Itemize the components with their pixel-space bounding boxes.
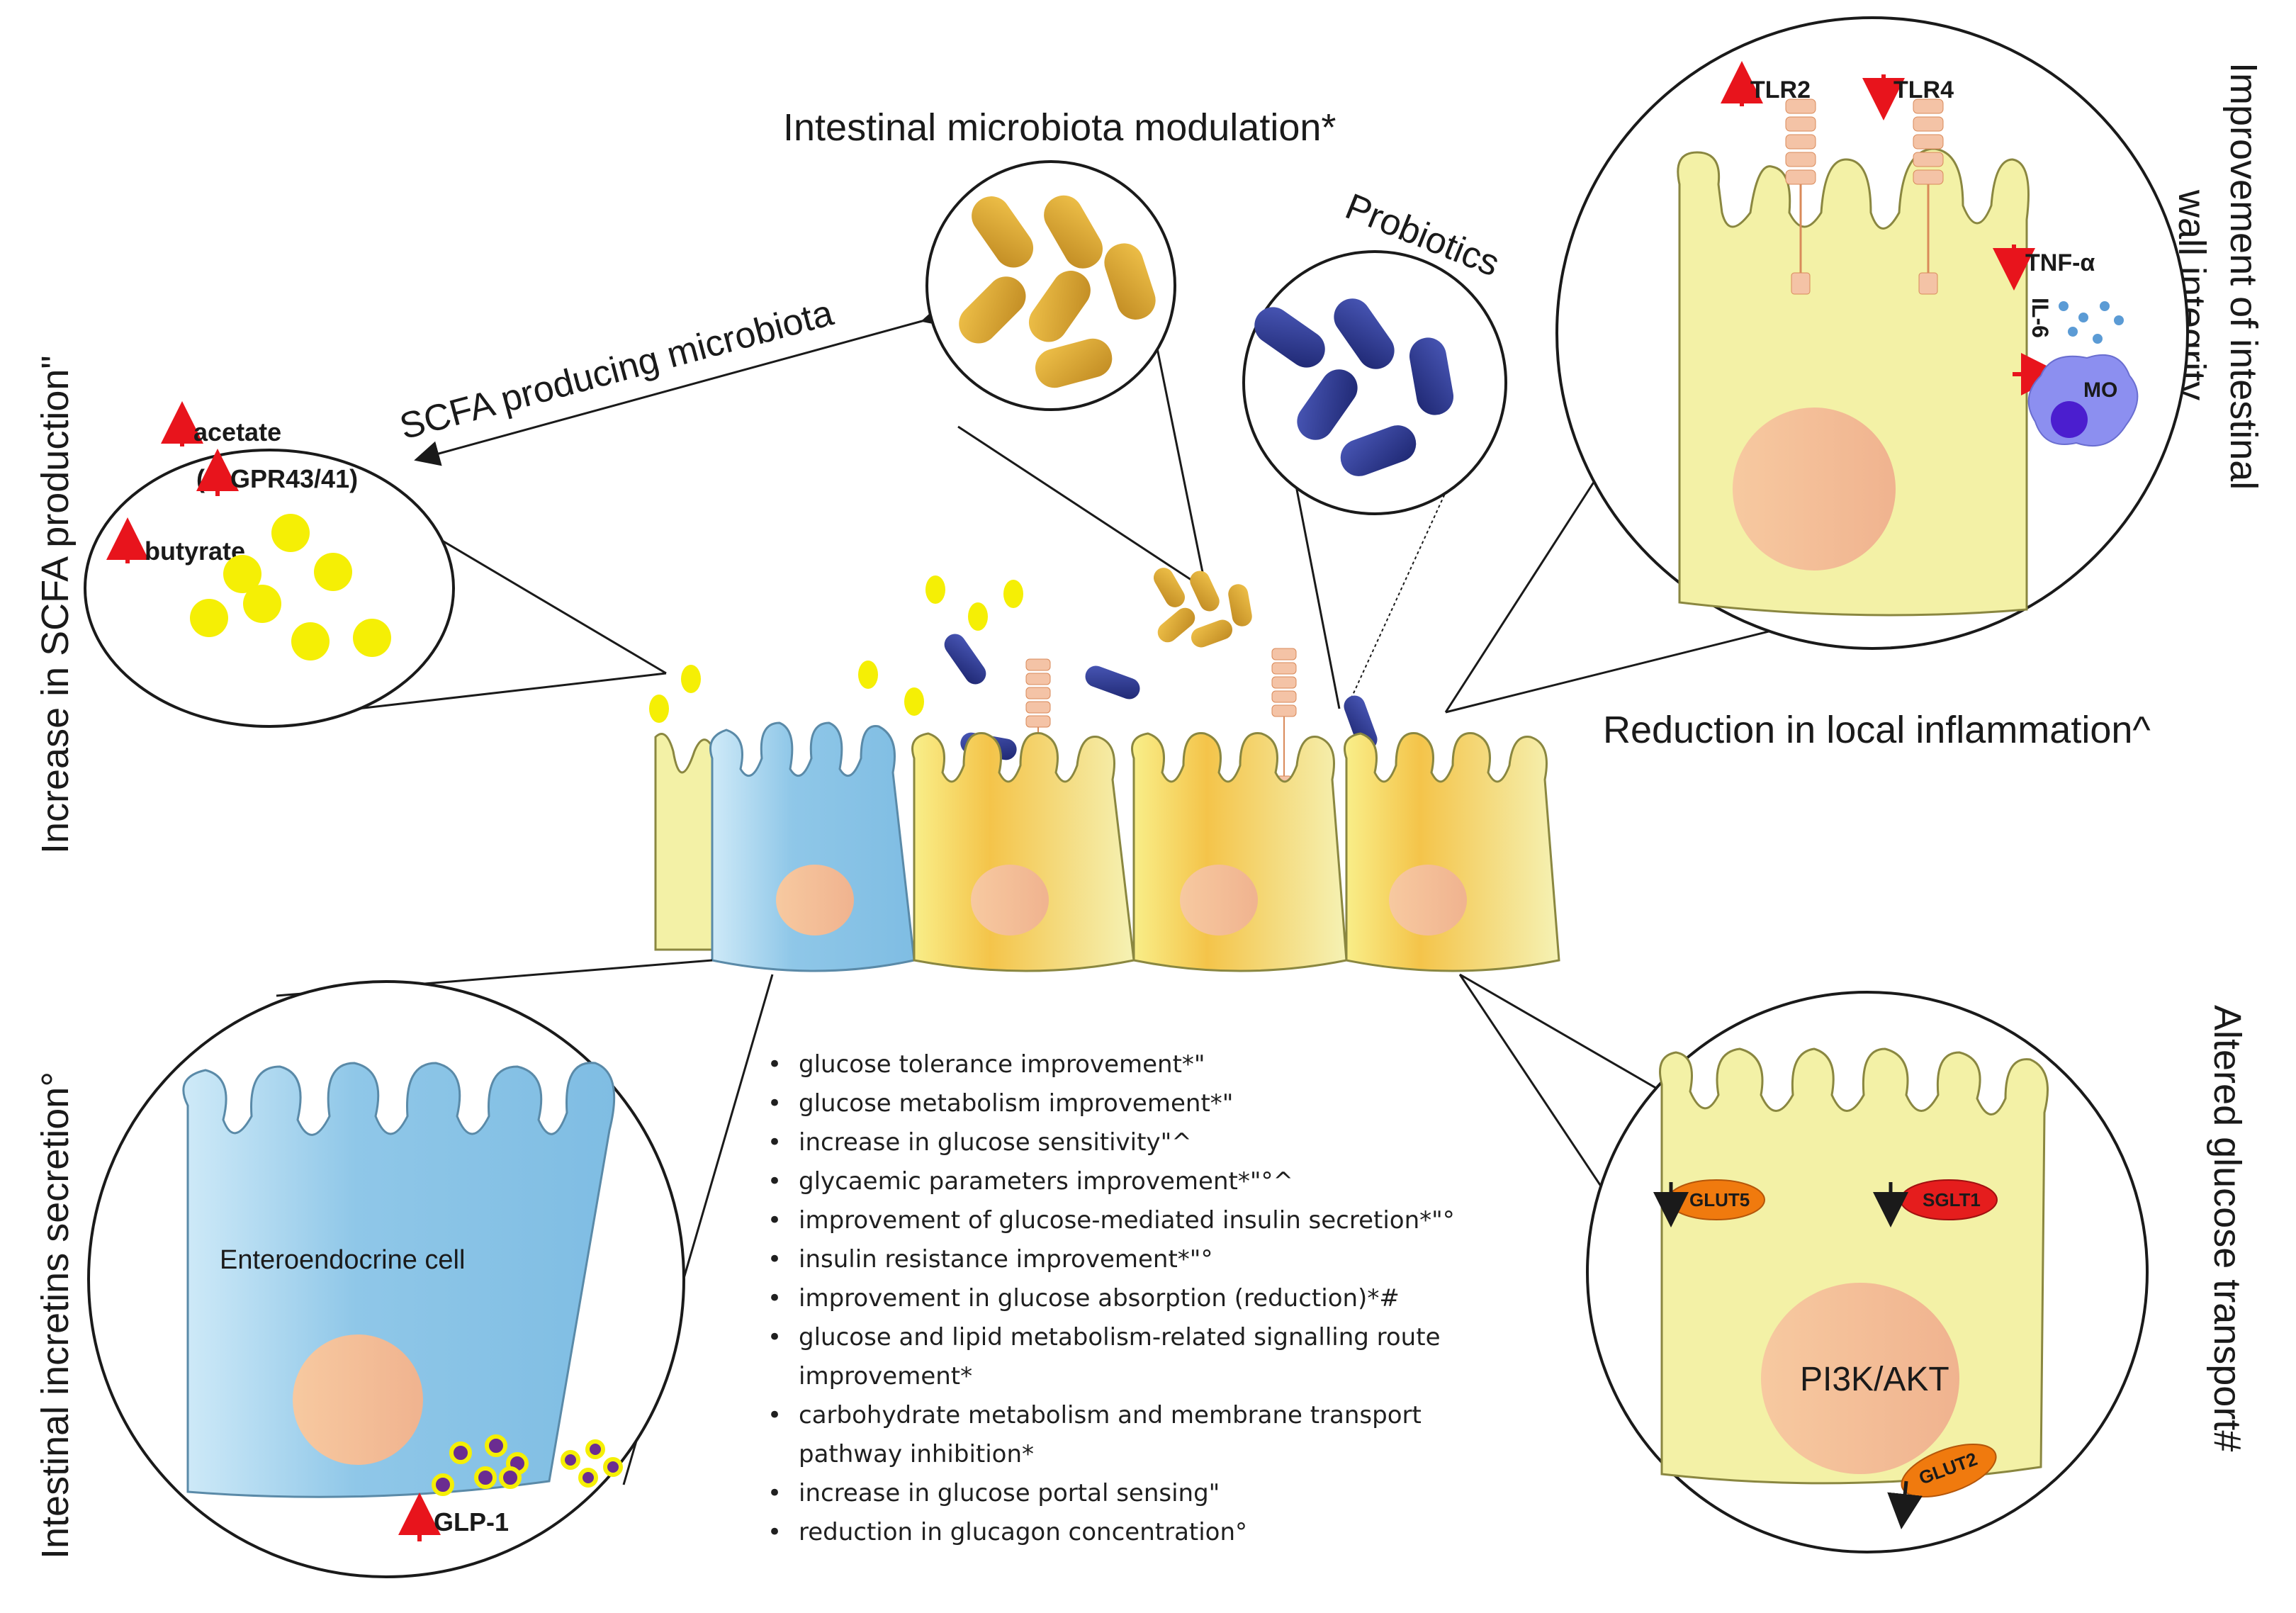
enteroendocrine-label: Enteroendocrine cell <box>220 1245 465 1275</box>
inflammation-circle: TLR2 TLR4 TNF-α IL-6 MO <box>1444 16 2189 714</box>
glp1-granules <box>432 1434 623 1496</box>
list-item: improvement of glucose-mediated insulin … <box>762 1201 1577 1240</box>
list-item: improvement in glucose absorption (reduc… <box>762 1279 1577 1318</box>
incretins-secretion-label: Intestinal incretins secretion° <box>34 1072 77 1559</box>
glut2-transporter <box>1901 1444 1997 1497</box>
floating-gold-microbes <box>1154 568 1252 648</box>
floating-scfa <box>649 575 1023 723</box>
glut5-label: GLUT5 <box>1689 1189 1750 1210</box>
butyrate-label: butyrate <box>145 536 245 566</box>
down-arrow-icon <box>1887 1480 1923 1529</box>
scfa-molecules <box>190 514 391 661</box>
list-item: glucose tolerance improvement*" <box>762 1045 1577 1084</box>
cytokine-dots <box>2059 301 2124 344</box>
list-item: glucose metabolism improvement*" <box>762 1084 1577 1123</box>
list-item: insulin resistance improvement*"° <box>762 1240 1577 1279</box>
glucose-transport-label: Altered glucose transport# <box>2206 1005 2249 1451</box>
scfa-production-label: Increase in SCFA production" <box>34 355 77 854</box>
scfa-producing-arrow <box>414 302 949 466</box>
wall-integrity-label-1: Improvement of intestinal <box>2222 62 2265 490</box>
tlr2-receptor <box>1785 99 1816 295</box>
list-item: increase in glucose portal sensing" <box>762 1474 1577 1513</box>
tlr2-label: TLR2 <box>1750 77 1811 103</box>
epithelial-cell <box>1677 147 2030 617</box>
scfa-microbiota-circle <box>925 160 1208 591</box>
probiotics-circle <box>1242 250 1507 709</box>
list-item-continuation: improvement* <box>799 1362 973 1390</box>
local-inflammation-label: Reduction in local inflammation^ <box>1603 709 2151 751</box>
microbiota-modulation-title: Intestinal microbiota modulation* <box>783 106 1336 149</box>
sglt1-label: SGLT1 <box>1923 1189 1981 1210</box>
glucose-transport-circle: PI3K/AKT GLUT5 SGLT1 GLUT2 <box>1458 973 2149 1553</box>
effects-list: glucose tolerance improvement*" glucose … <box>762 1045 1577 1552</box>
list-item: reduction in glucagon concentration° <box>762 1513 1577 1552</box>
epithelium-row <box>654 721 1560 972</box>
enteroendocrine-circle: Enteroendocrine cell GLP-1 <box>87 959 774 1578</box>
acetate-label: acetate <box>193 417 281 446</box>
list-item: glycaemic parameters improvement*"°^ <box>762 1162 1577 1201</box>
gpr-label: GPR43/41) <box>230 464 358 493</box>
list-item: increase in glucose sensitivity"^ <box>762 1123 1577 1162</box>
list-item: glucose and lipid metabolism-related sig… <box>762 1318 1577 1357</box>
macrophage <box>2027 354 2139 447</box>
il6-label: IL-6 <box>2027 298 2053 338</box>
mo-label: MO <box>2083 378 2117 402</box>
scfa-circle: acetate ( GPR43/41) butyrate <box>84 401 667 728</box>
gpr-open-paren: ( <box>196 464 205 493</box>
list-item-continuation: pathway inhibition* <box>799 1440 1035 1468</box>
scfa-producing-label: SCFA producing microbiota <box>395 292 838 447</box>
list-item: carbohydrate metabolism and membrane tra… <box>762 1396 1577 1435</box>
tnf-label: TNF-α <box>2025 249 2095 276</box>
tlr4-receptor <box>1913 99 1944 295</box>
glp1-label: GLP-1 <box>434 1507 509 1536</box>
tlr4-label: TLR4 <box>1893 77 1954 103</box>
pathway-label: PI3K/AKT <box>1800 1361 1949 1398</box>
